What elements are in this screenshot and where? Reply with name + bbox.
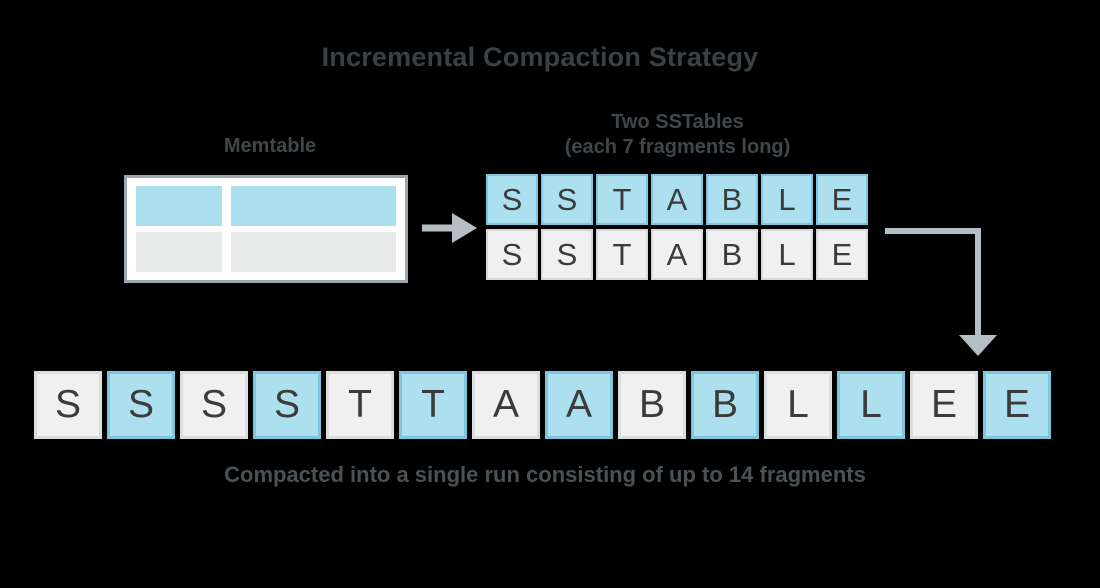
run-fragment: S [34,371,102,439]
run-fragment: S [180,371,248,439]
sstable-fragment: T [596,174,648,225]
sstables-label-line1: Two SSTables [611,111,744,133]
run-fragment: A [472,371,540,439]
run-fragment: E [983,371,1051,439]
sstable-fragment: A [651,174,703,225]
compacted-run-row: S S S S T T A A B B L L E E [34,371,1051,439]
sstable-fragment: E [816,229,868,280]
run-fragment: B [618,371,686,439]
sstable-row-2: S S T A B L E [486,229,868,280]
memtable-to-sstables-arrow [422,213,477,243]
run-fragment: L [837,371,905,439]
memtable-cell [231,232,396,272]
sstable-fragment: L [761,174,813,225]
sstable-fragment: S [541,229,593,280]
sstables-label: Two SSTables (each 7 fragments long) [485,110,870,160]
sstable-row-1: S S T A B L E [486,174,868,225]
memtable-box [124,175,408,283]
memtable-cell [136,232,222,272]
run-fragment: S [253,371,321,439]
sstable-fragment: E [816,174,868,225]
sstables-label-line2: (each 7 fragments long) [564,136,791,158]
sstable-fragment: S [486,229,538,280]
sstable-fragment: L [761,229,813,280]
memtable-grid [136,186,396,272]
memtable-cell [136,186,222,226]
run-fragment: B [691,371,759,439]
run-fragment: S [107,371,175,439]
memtable-label: Memtable [223,135,317,157]
run-fragment: L [764,371,832,439]
sstable-fragment: B [706,229,758,280]
memtable-cell [231,186,396,226]
sstable-fragment: B [706,174,758,225]
sstables-to-run-arrow [885,228,997,356]
page-title: Incremental Compaction Strategy [321,42,759,72]
run-fragment: T [399,371,467,439]
run-fragment: T [326,371,394,439]
run-fragment: A [545,371,613,439]
sstable-fragment: T [596,229,648,280]
run-fragment: E [910,371,978,439]
compacted-run-caption: Compacted into a single run consisting o… [224,462,866,487]
sstable-fragment: S [541,174,593,225]
sstable-fragment: A [651,229,703,280]
sstable-fragment: S [486,174,538,225]
